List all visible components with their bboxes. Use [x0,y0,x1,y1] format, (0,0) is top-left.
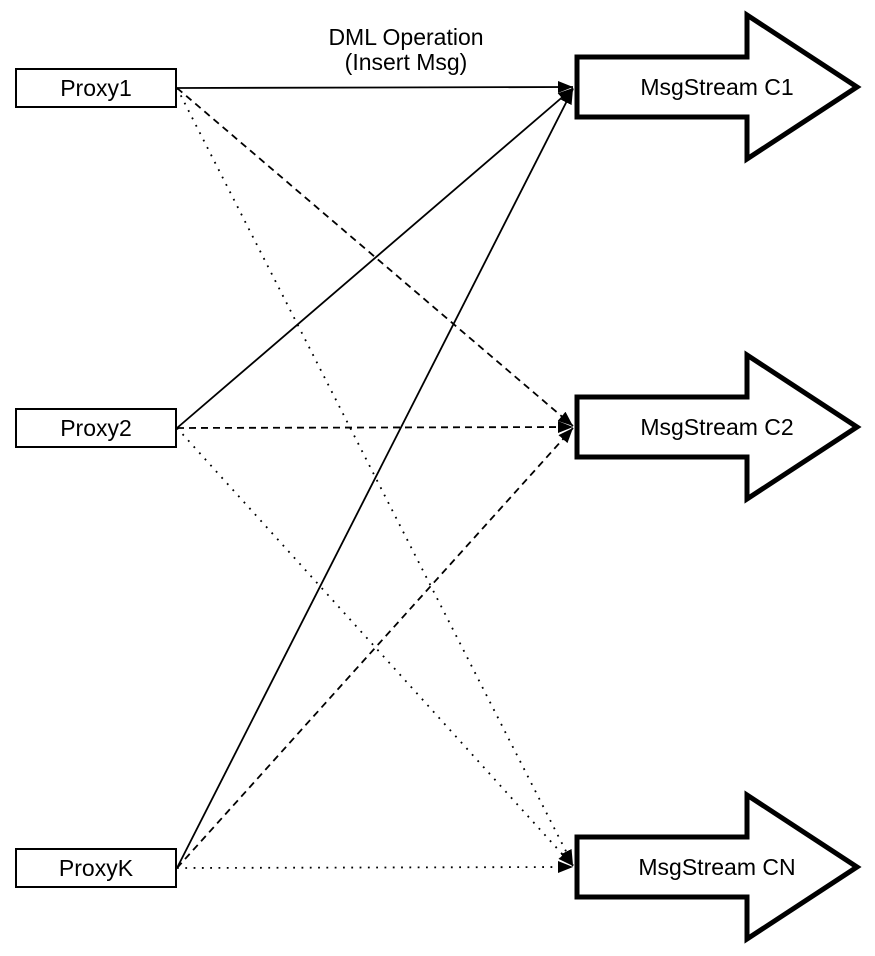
msgstream-c1-arrow [574,10,862,164]
edge-proxyk-to-cn [176,861,574,874]
proxyk-label: ProxyK [58,854,134,881]
msgstream-c1-label: MsgStream C1 [640,74,794,100]
edge-annotation-line2: (Insert Msg) [344,49,468,75]
msgstream-c2-arrow [574,350,862,504]
edge-proxy2-to-c1 [176,87,574,429]
msgstream-c2-label: MsgStream C2 [640,414,794,440]
proxy2-box: Proxy2 [15,408,177,448]
proxyk-box: ProxyK [15,848,177,888]
proxy1-label: Proxy1 [60,74,132,101]
edge-annotation: DML Operation (Insert Msg) [256,25,556,75]
edge-proxy2-to-c2 [176,421,574,434]
proxy1-box: Proxy1 [15,68,177,108]
edge-proxyk-to-c1 [176,88,574,869]
edge-proxy1-to-c2 [176,87,574,427]
edge-proxy2-to-cn [176,427,574,867]
edge-proxyk-to-c2 [176,427,574,869]
msgstream-cn-arrow [574,790,862,944]
edge-annotation-line1: DML Operation [328,24,484,50]
proxy2-label: Proxy2 [60,414,132,441]
msgstream-cn-label: MsgStream CN [638,854,796,880]
edge-proxy1-to-c1 [176,81,574,94]
